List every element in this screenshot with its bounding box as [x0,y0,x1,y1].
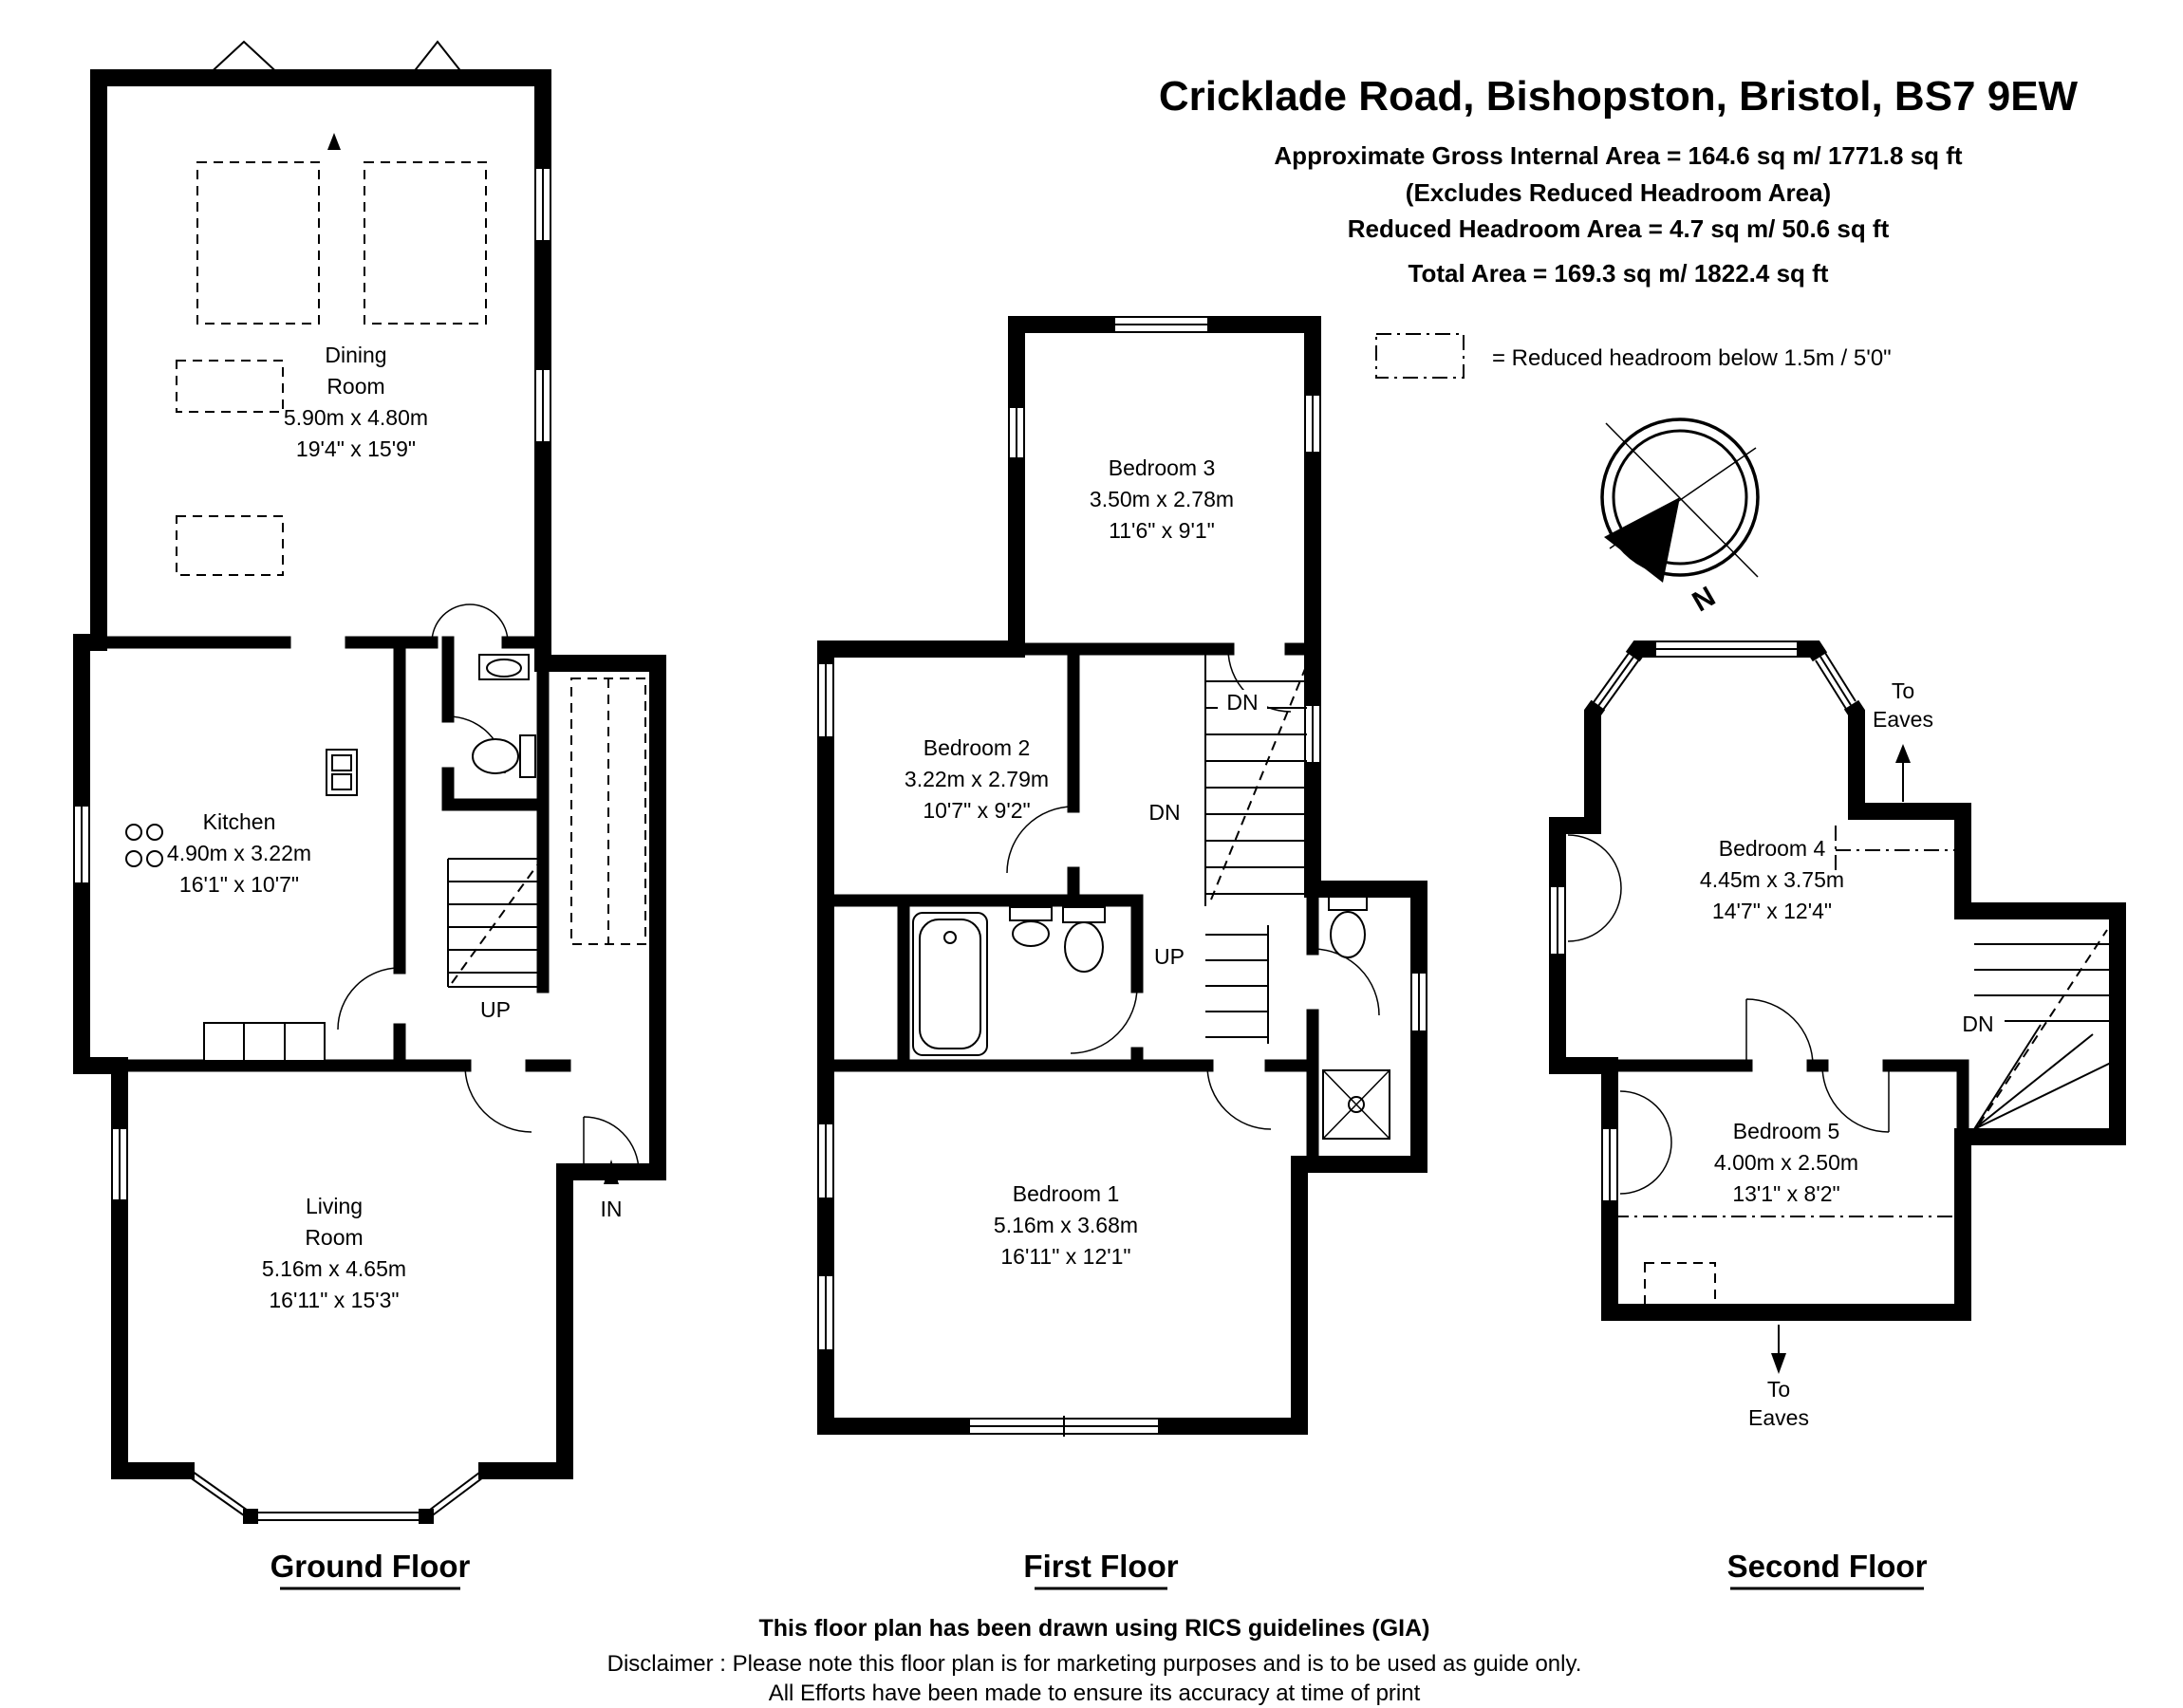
bedroom2-metric: 3.22m x 2.79m [905,767,1049,791]
bedroom3-label: Bedroom 3 [1109,455,1216,480]
second-doors [1567,834,1890,1195]
dining-room-imperial: 19'4" x 15'9" [296,436,416,461]
kitchen-imperial: 16'1" x 10'7" [179,872,299,897]
living-room-label-2: Room [305,1225,363,1250]
bedroom4-label: Bedroom 4 [1719,836,1826,861]
first-interior-walls [819,642,1319,1171]
reduced-headroom-legend: = Reduced headroom below 1.5m / 5'0" [1375,333,1892,379]
entrance-arrow-icon [604,1160,619,1184]
bedroom3-metric: 3.50m x 2.78m [1090,487,1234,511]
eaves-arrow-bottom-icon [1771,1325,1786,1374]
second-exterior-walls [1549,640,2126,1321]
bedroom1-metric: 5.16m x 3.68m [994,1213,1138,1237]
bathroom-sink-icon [1009,906,1053,921]
second-dn-label: DN [1962,1012,1993,1036]
top-marker-icon [327,133,341,150]
ground-up-label: UP [480,997,511,1022]
bedroom5-metric: 4.00m x 2.50m [1714,1150,1858,1175]
accuracy-line: All Efforts have been made to ensure its… [769,1680,1421,1706]
shower-room-fixtures [1322,896,1390,1140]
ground-floor-plan: Dining Room 5.90m x 4.80m 19'4" x 15'9" … [71,40,666,1590]
first-floor-plan: Bedroom 3 3.50m x 2.78m 11'6" x 9'1" DN … [815,314,1429,1590]
kitchen-sink-icon [326,749,358,796]
kitchen-label: Kitchen [203,809,276,834]
eaves-top-label: To [1892,678,1914,703]
excludes-line: (Excludes Reduced Headroom Area) [1406,178,1831,207]
bedroom2-imperial: 10'7" x 9'2" [923,798,1030,823]
second-interior-walls [1551,1059,1969,1143]
compass-icon: N [1600,418,1760,618]
kitchen-metric: 4.90m x 3.22m [167,841,311,865]
dining-room-metric: 5.90m x 4.80m [284,405,428,430]
reduced-headroom-lines [1614,826,1957,1311]
ground-doors [337,603,640,1173]
header: Cricklade Road, Bishopston, Bristol, BS7… [1159,73,2079,618]
ground-floor-title: Ground Floor [271,1549,471,1584]
first-floor-title: First Floor [1023,1549,1178,1584]
bedroom1-imperial: 16'11" x 12'1" [1000,1244,1130,1269]
first-dn-top-label: DN [1226,690,1258,715]
living-room-imperial: 16'11" x 15'3" [269,1288,399,1312]
property-title: Cricklade Road, Bishopston, Bristol, BS7… [1159,73,2079,120]
eaves-arrow-top-icon [1895,744,1911,802]
wc-toilet-icon [519,734,536,778]
gross-area-line: Approximate Gross Internal Area = 164.6 … [1274,141,1963,170]
second-floor-plan: To Eaves Bedroom 4 4.45m x 3.75m 14'7" x… [1547,639,2126,1590]
first-stairs [1204,655,1308,1044]
living-room-metric: 5.16m x 4.65m [262,1256,406,1281]
wc-fixtures [472,654,536,778]
porch-dashed-outline [570,678,646,945]
eaves-bottom-label-2: Eaves [1748,1405,1809,1430]
bedroom2-label: Bedroom 2 [924,735,1031,760]
bedroom1-label: Bedroom 1 [1013,1181,1120,1206]
dining-rooflights [176,161,487,576]
second-windows [1547,639,1860,1200]
ground-in-label: IN [601,1197,623,1221]
disclaimer-line: Disclaimer : Please note this floor plan… [607,1651,1582,1677]
legend-swatch-icon [1375,333,1465,379]
compass-north-label: N [1688,581,1721,618]
shower-toilet-icon [1328,896,1368,911]
ground-interior-walls [75,636,664,1179]
reduced-area-line: Reduced Headroom Area = 4.7 sq m/ 50.6 s… [1348,214,1890,243]
bathroom-fixtures [912,906,1106,1056]
kitchen-fixtures [125,749,358,1062]
ground-stairs [447,858,543,988]
first-up-label: UP [1154,944,1185,969]
bay-window [178,1463,494,1524]
second-floor-title: Second Floor [1727,1549,1928,1584]
dining-room-label-2: Room [327,374,384,399]
bathroom-toilet-icon [1062,906,1106,923]
second-stairs [1973,929,2112,1130]
first-doors [1006,648,1380,1130]
first-windows [815,314,1429,1437]
eaves-bottom-label: To [1767,1377,1790,1402]
bathtub-icon [912,912,988,1056]
legend-label: = Reduced headroom below 1.5m / 5'0" [1492,345,1892,371]
bedroom5-imperial: 13'1" x 8'2" [1732,1181,1839,1206]
ground-windows [71,169,553,1199]
bedroom4-metric: 4.45m x 3.75m [1700,867,1844,892]
living-room-label: Living [306,1194,363,1218]
footer: This floor plan has been drawn using RIC… [607,1615,1582,1706]
bedroom5-label: Bedroom 5 [1733,1119,1840,1143]
bedroom4-imperial: 14'7" x 12'4" [1712,899,1832,923]
first-dn-mid-label: DN [1148,800,1180,825]
bedroom3-imperial: 11'6" x 9'1" [1109,518,1215,543]
eaves-top-label-2: Eaves [1873,707,1933,732]
roof-gable-lines [204,40,467,79]
total-area-line: Total Area = 169.3 sq m/ 1822.4 sq ft [1409,259,1829,288]
rics-guidelines-line: This floor plan has been drawn using RIC… [758,1615,1429,1642]
dining-room-label: Dining [325,343,386,367]
